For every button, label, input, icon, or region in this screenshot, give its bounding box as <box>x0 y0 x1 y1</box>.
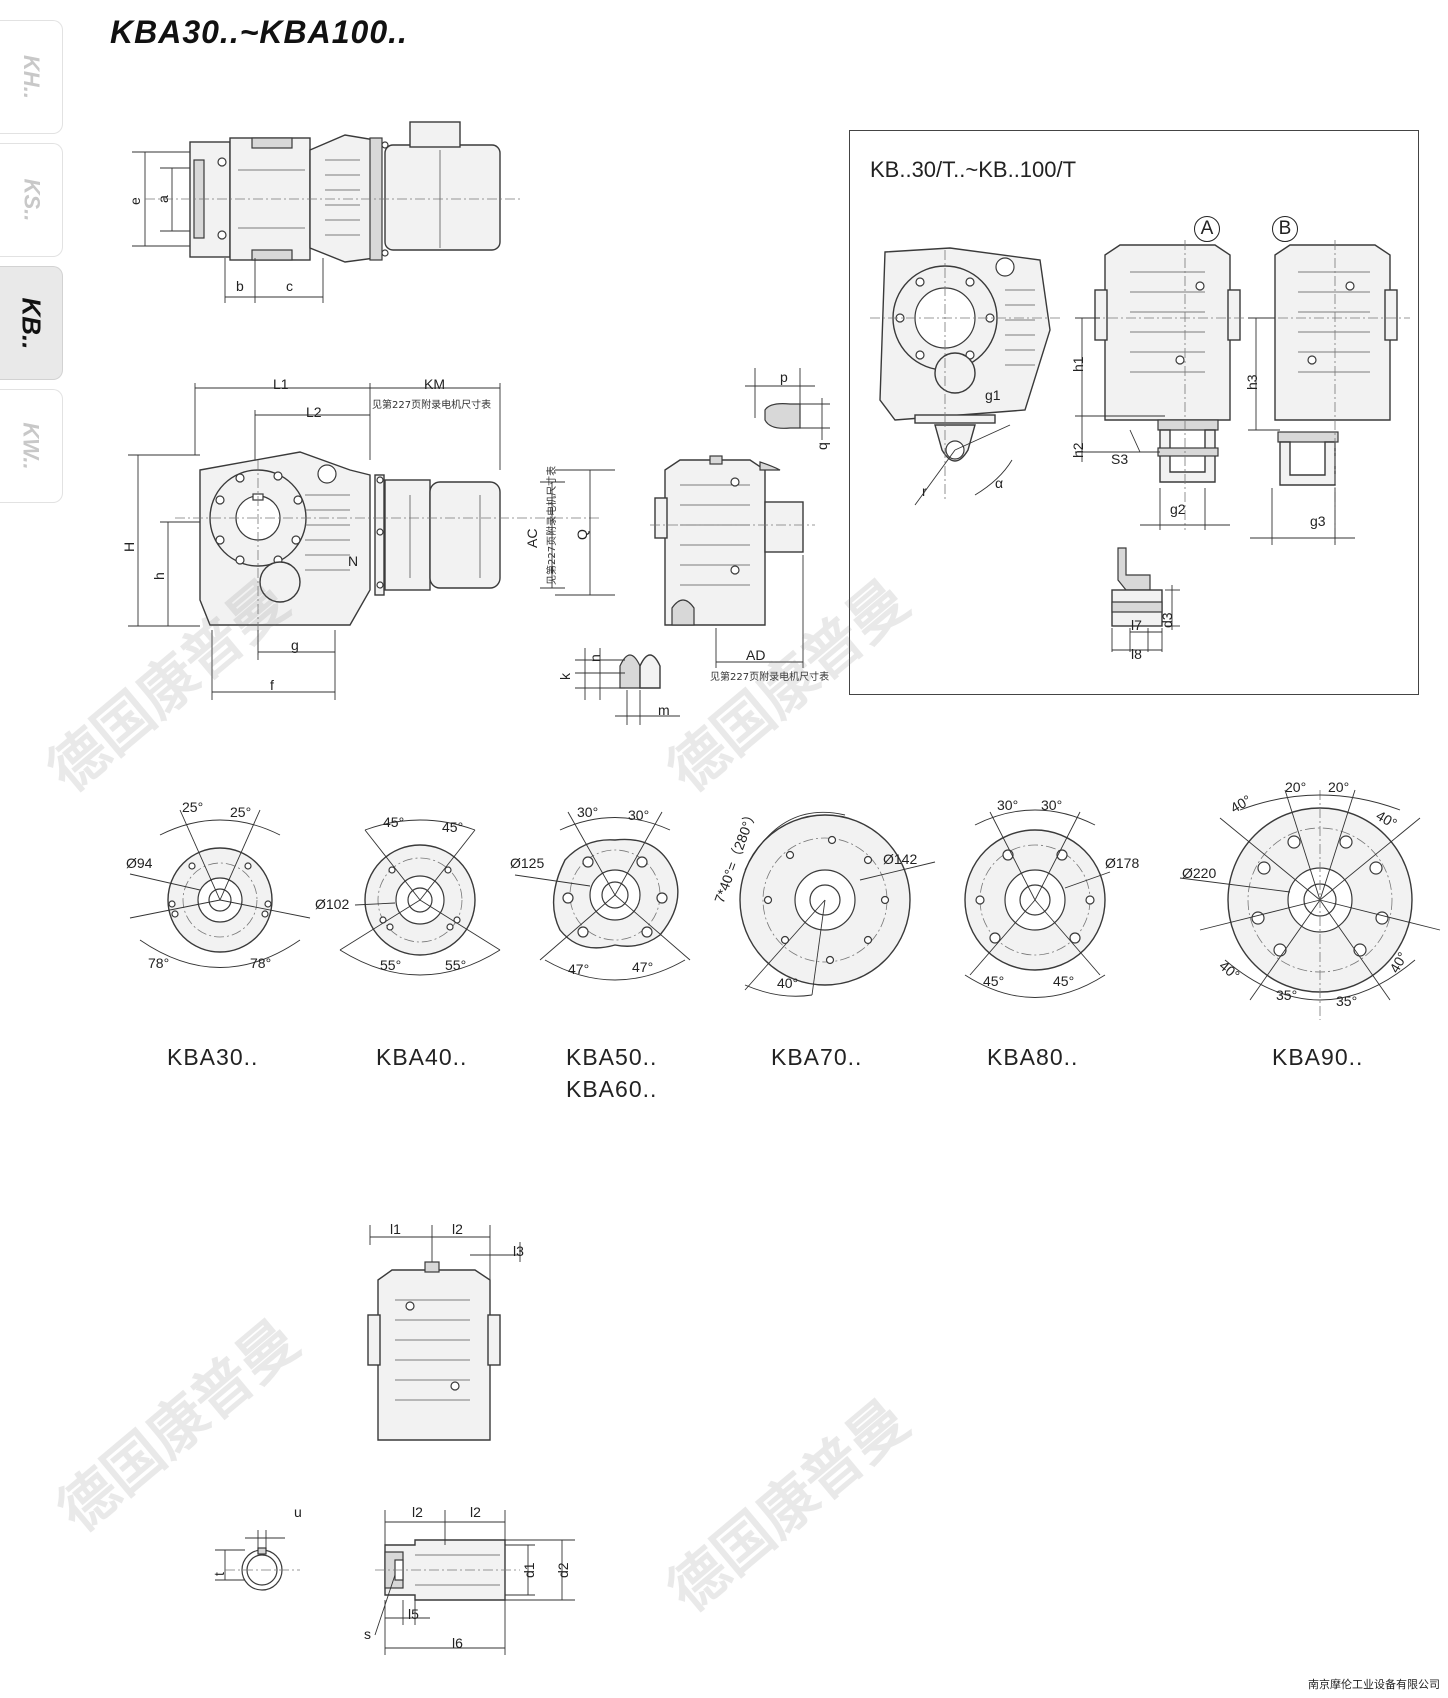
dim-alpha: α <box>995 475 1004 491</box>
top-view-drawing <box>132 121 520 303</box>
kba30-angle-4: 78° <box>250 955 272 971</box>
dim-N: N <box>348 553 359 569</box>
kba80-diameter: Ø178 <box>1105 855 1140 871</box>
dim-m: m <box>658 702 670 718</box>
tab-kh[interactable]: KH.. <box>0 20 63 134</box>
watermark: 德国康普曼 <box>655 1386 922 1626</box>
dim-u: u <box>294 1504 302 1520</box>
front-view-drawing <box>128 383 615 700</box>
kba30-caption: KBA30.. <box>167 1044 259 1070</box>
dim-c: c <box>286 278 293 294</box>
dim-g2: g2 <box>1170 501 1186 517</box>
kba90-angle-2: 20° <box>1328 779 1350 795</box>
kba30-angle-3: 78° <box>148 955 170 971</box>
kba50-diameter: Ø125 <box>510 855 545 871</box>
dim-l3: l3 <box>513 1243 524 1259</box>
dim-g: g <box>291 637 299 653</box>
dim-l2-right: l2 <box>470 1504 481 1520</box>
dim-g1: g1 <box>985 387 1001 403</box>
dim-l6: l6 <box>452 1635 463 1651</box>
page-title: KBA30..~KBA100.. <box>110 14 408 50</box>
shaft-views-drawing <box>215 1225 575 1655</box>
dim-L1: L1 <box>273 376 289 392</box>
note-ad-motor-table: 见第227页附录电机尺寸表 <box>710 672 830 683</box>
key-detail-drawing <box>575 368 830 725</box>
dim-f: f <box>270 677 274 693</box>
dim-l2-top: l2 <box>452 1221 463 1237</box>
tab-ks[interactable]: KS.. <box>0 143 63 257</box>
kba40-angle-2: 45° <box>442 819 464 835</box>
kba80-angle-4: 45° <box>1053 973 1075 989</box>
company-footer: 南京摩伦工业设备有限公司 <box>1308 1678 1440 1691</box>
dim-d2: d2 <box>555 1562 571 1578</box>
kba80-angle-3: 45° <box>983 973 1005 989</box>
dim-t: t <box>211 1572 227 1576</box>
kba70-angle-1: 40° <box>777 975 799 991</box>
dim-g3: g3 <box>1310 513 1326 529</box>
kba70-caption: KBA70.. <box>771 1044 863 1070</box>
kba40-caption: KBA40.. <box>376 1044 468 1070</box>
side-view-drawing <box>650 455 815 668</box>
dim-d1: d1 <box>521 1562 537 1578</box>
kba60-caption: KBA60.. <box>566 1076 658 1102</box>
kba50-caption: KBA50.. <box>566 1044 658 1070</box>
kba70-diameter: Ø142 <box>883 851 918 867</box>
torque-arm-drawing <box>870 240 1410 652</box>
kba50-angle-4: 47° <box>632 959 654 975</box>
kba40-angle-1: 45° <box>383 814 405 830</box>
dim-b: b <box>236 278 244 294</box>
kba90-angle-1: 20° <box>1285 779 1307 795</box>
kba50-angle-3: 47° <box>568 961 590 977</box>
dim-l5: l5 <box>408 1606 419 1622</box>
dim-AD: AD <box>746 647 766 663</box>
kba30-angle-1: 25° <box>182 799 204 815</box>
kba40-angle-4: 55° <box>445 957 467 973</box>
dim-L2: L2 <box>306 404 322 420</box>
kba50-angle-1: 30° <box>577 804 599 820</box>
variant-a-marker: A <box>1194 216 1220 242</box>
dim-KM: KM <box>424 376 445 392</box>
kba80-angle-1: 30° <box>997 797 1019 813</box>
tab-kw[interactable]: KW.. <box>0 389 63 503</box>
torque-arm-inset <box>849 130 1419 695</box>
kba40-angle-3: 55° <box>380 957 402 973</box>
flange-drawings <box>129 789 1441 1020</box>
kba30-diameter: Ø94 <box>126 855 153 871</box>
kba90-angle-8: 35° <box>1336 993 1358 1009</box>
note-km-motor-table: 见第227页附录电机尺寸表 <box>372 400 492 411</box>
kba90-angle-7: 35° <box>1276 987 1298 1003</box>
kba90-caption: KBA90.. <box>1272 1044 1364 1070</box>
kba90-diameter: Ø220 <box>1182 865 1217 881</box>
inset-title: KB..30/T..~KB..100/T <box>870 157 1077 182</box>
kba30-angle-2: 25° <box>230 804 252 820</box>
dim-s: s <box>364 1626 371 1642</box>
kba50-angle-2: 30° <box>628 807 650 823</box>
dim-l1: l1 <box>390 1221 401 1237</box>
tab-kb[interactable]: KB.. <box>0 266 63 380</box>
dim-p: p <box>780 369 788 385</box>
dim-l2-left: l2 <box>412 1504 423 1520</box>
dim-S3: S3 <box>1111 451 1129 467</box>
variant-b-marker: B <box>1272 216 1298 242</box>
kba80-caption: KBA80.. <box>987 1044 1079 1070</box>
dim-r: r <box>922 483 927 499</box>
kba80-angle-2: 30° <box>1041 797 1063 813</box>
dim-l7: l7 <box>1131 617 1142 633</box>
dim-l8: l8 <box>1131 646 1142 662</box>
kba40-diameter: Ø102 <box>315 896 350 912</box>
